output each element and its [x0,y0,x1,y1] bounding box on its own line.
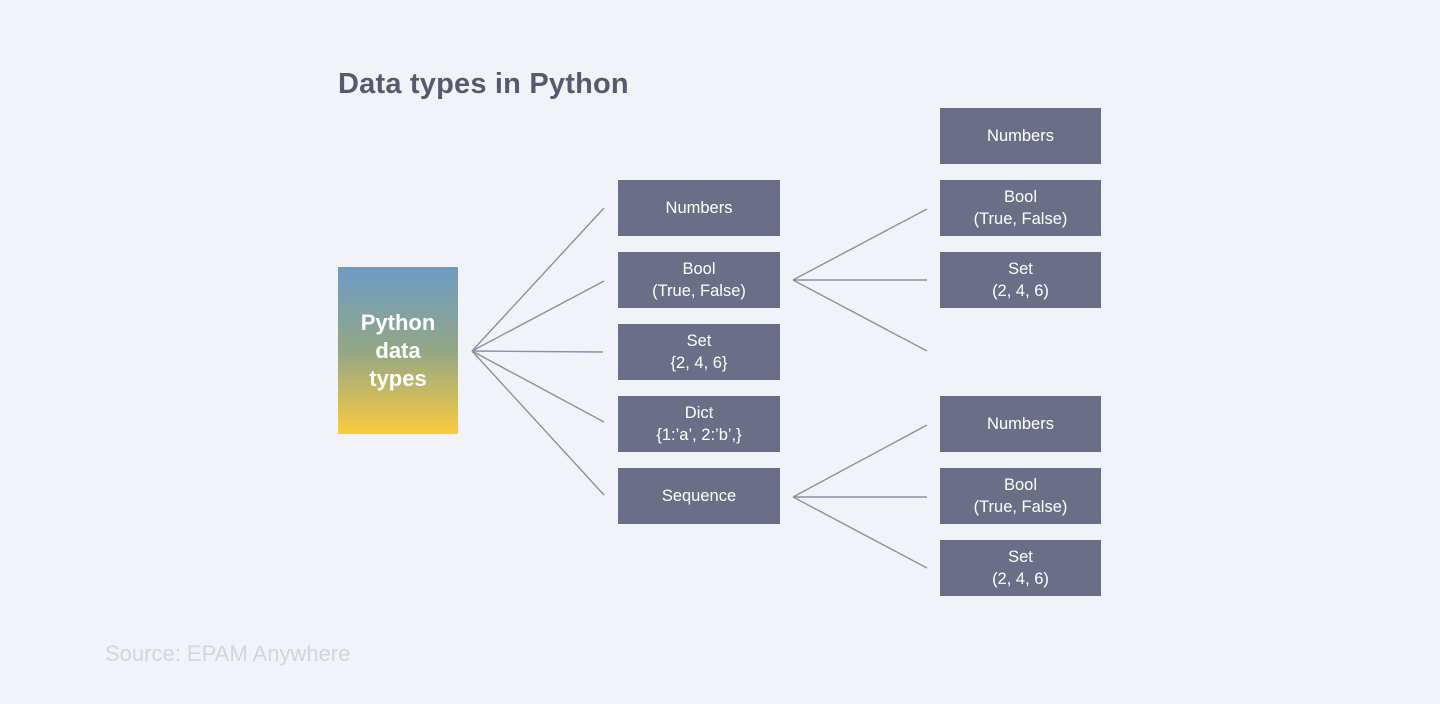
node-l2-top-numbers: Numbers [940,108,1101,164]
node-l2-bottom-numbers: Numbers [940,396,1101,452]
connector-sequence-set [792,496,928,569]
source-attribution: Source: EPAM Anywhere [105,641,351,666]
connector-bool-stray [792,279,928,352]
node-l1-set: Set {2, 4, 6} [618,324,780,380]
node-l1-bool: Bool (True, False) [618,252,780,308]
connector-root-bool [471,280,605,352]
node-l1-dict: Dict {1:’a’, 2:’b’,} [618,396,780,452]
connector-root-set [471,350,604,353]
diagram-title: Data types in Python [338,68,629,100]
node-l1-numbers: Numbers [618,180,780,236]
node-l2-top-bool: Bool (True, False) [940,180,1101,236]
connector-root-numbers [471,207,605,352]
node-l2-bottom-set: Set (2, 4, 6) [940,540,1101,596]
connector-root-sequence [471,350,605,496]
node-l2-top-set: Set (2, 4, 6) [940,252,1101,308]
connector-bool-top-bool [792,208,928,281]
root-node-python-data-types: Python data types [338,267,458,434]
node-l1-sequence: Sequence [618,468,780,524]
connector-sequence-numbers [792,424,928,498]
connector-root-dict [471,350,605,423]
node-l2-bottom-bool: Bool (True, False) [940,468,1101,524]
